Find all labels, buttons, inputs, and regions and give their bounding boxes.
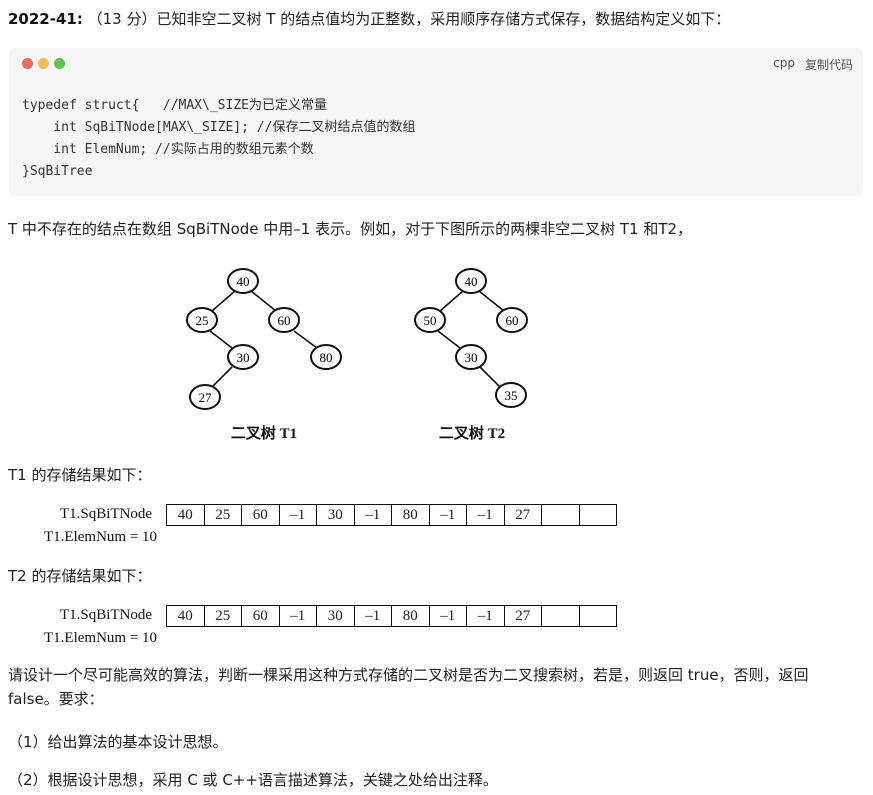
node-value: 30 <box>465 350 478 365</box>
code-line: int SqBiTNode[MAX\_SIZE]; //保存二叉树结点值的数组 <box>22 120 416 135</box>
tree-node: 80 <box>310 344 342 370</box>
node-value: 25 <box>196 313 209 328</box>
window-dots <box>22 58 65 69</box>
request-text: 请设计一个尽可能高效的算法，判断一棵采用这种方式存储的二叉树是否为二叉搜索树，若… <box>8 666 809 708</box>
code-line: typedef struct{ //MAX\_SIZE为已定义常量 <box>22 98 327 113</box>
t2-heading: T2 的存储结果如下： <box>8 567 152 585</box>
node-value: 50 <box>424 313 437 328</box>
tree-node: 40 <box>227 268 259 294</box>
intro-text: T 中不存在的结点在数组 SqBiTNode 中用–1 表示。例如，对于下图所示… <box>8 220 693 238</box>
array-cell: –1 <box>278 504 317 526</box>
array-cell: –1 <box>466 504 505 526</box>
array-cell: –1 <box>466 605 505 627</box>
array-cell: –1 <box>428 504 467 526</box>
code-line: }SqBiTree <box>22 164 93 179</box>
array-cell <box>578 504 617 526</box>
code-content: typedef struct{ //MAX\_SIZE为已定义常量 int Sq… <box>22 95 415 183</box>
t2-elemnum: T1.ElemNum = 10 <box>44 630 158 646</box>
array-cell: –1 <box>278 605 317 627</box>
t1-heading: T1 的存储结果如下： <box>8 466 152 484</box>
array-cell: 25 <box>203 504 242 526</box>
requirement-item: （1）给出算法的基本设计思想。 <box>8 733 228 751</box>
yellow-dot-icon <box>38 58 49 69</box>
red-dot-icon <box>22 58 33 69</box>
question-header: 2022-41: （13 分）已知非空二叉树 T 的结点值均为正整数，采用顺序存… <box>8 8 730 29</box>
node-value: 80 <box>320 350 333 365</box>
array-cell <box>541 504 580 526</box>
array-cell: 27 <box>503 605 542 627</box>
array-cell: 40 <box>166 504 205 526</box>
tree-node: 27 <box>189 384 221 410</box>
code-language: cpp <box>773 56 795 70</box>
binary-trees-figure: 40 25 60 30 80 27 二叉树 T1 40 50 60 30 35 … <box>186 268 528 442</box>
requirement-item: （2）根据设计思想，采用 C 或 C++语言描述算法，关键之处给出注释。 <box>8 771 498 789</box>
t2-array-table: 40 25 60 –1 30 –1 80 –1 –1 27 <box>166 605 617 627</box>
array-cell: 40 <box>166 605 205 627</box>
node-value: 30 <box>237 350 250 365</box>
code-block: cpp 复制代码 typedef struct{ //MAX\_SIZE为已定义… <box>9 48 863 196</box>
array-cell: 80 <box>391 605 430 627</box>
array-cell: –1 <box>353 605 392 627</box>
array-cell: 60 <box>241 605 280 627</box>
array-row: 40 25 60 –1 30 –1 80 –1 –1 27 <box>166 605 617 627</box>
t2-array-label: T1.SqBiTNode <box>60 607 153 623</box>
t1-array-label: T1.SqBiTNode <box>60 506 153 522</box>
tree-caption: 二叉树 T1 <box>231 424 297 442</box>
array-cell: 25 <box>203 605 242 627</box>
node-value: 60 <box>278 313 291 328</box>
t1-array-table: 40 25 60 –1 30 –1 80 –1 –1 27 <box>166 504 617 526</box>
tree-node: 60 <box>268 307 300 333</box>
node-value: 40 <box>465 274 478 289</box>
tree-node: 30 <box>455 344 487 370</box>
array-cell <box>541 605 580 627</box>
node-value: 40 <box>237 274 250 289</box>
array-cell: –1 <box>353 504 392 526</box>
array-cell: 30 <box>316 605 355 627</box>
node-value: 60 <box>506 313 519 328</box>
tree-t1: 40 25 60 30 80 27 二叉树 T1 <box>186 268 342 442</box>
tree-node: 40 <box>455 268 487 294</box>
t1-elemnum: T1.ElemNum = 10 <box>44 529 158 545</box>
array-cell: 60 <box>241 504 280 526</box>
array-row: 40 25 60 –1 30 –1 80 –1 –1 27 <box>166 504 617 526</box>
green-dot-icon <box>54 58 65 69</box>
node-value: 27 <box>199 390 213 405</box>
array-cell <box>578 605 617 627</box>
array-cell: 30 <box>316 504 355 526</box>
array-cell: –1 <box>428 605 467 627</box>
array-cell: 80 <box>391 504 430 526</box>
tree-node: 35 <box>495 382 527 408</box>
tree-t2: 40 50 60 30 35 二叉树 T2 <box>414 268 528 442</box>
question-number: 2022-41: <box>8 10 83 28</box>
array-cell: 27 <box>503 504 542 526</box>
tree-caption: 二叉树 T2 <box>439 424 505 442</box>
tree-node: 30 <box>227 344 259 370</box>
tree-edges <box>209 290 505 388</box>
node-value: 35 <box>505 388 518 403</box>
code-line: int ElemNum; //实际占用的数组元素个数 <box>22 142 314 157</box>
tree-node: 60 <box>496 307 528 333</box>
question-text: （13 分）已知非空二叉树 T 的结点值均为正整数，采用顺序存储方式保存，数据结… <box>87 10 731 28</box>
copy-code-button[interactable]: 复制代码 <box>804 58 853 72</box>
tree-node: 50 <box>414 307 446 333</box>
tree-node: 25 <box>186 307 218 333</box>
